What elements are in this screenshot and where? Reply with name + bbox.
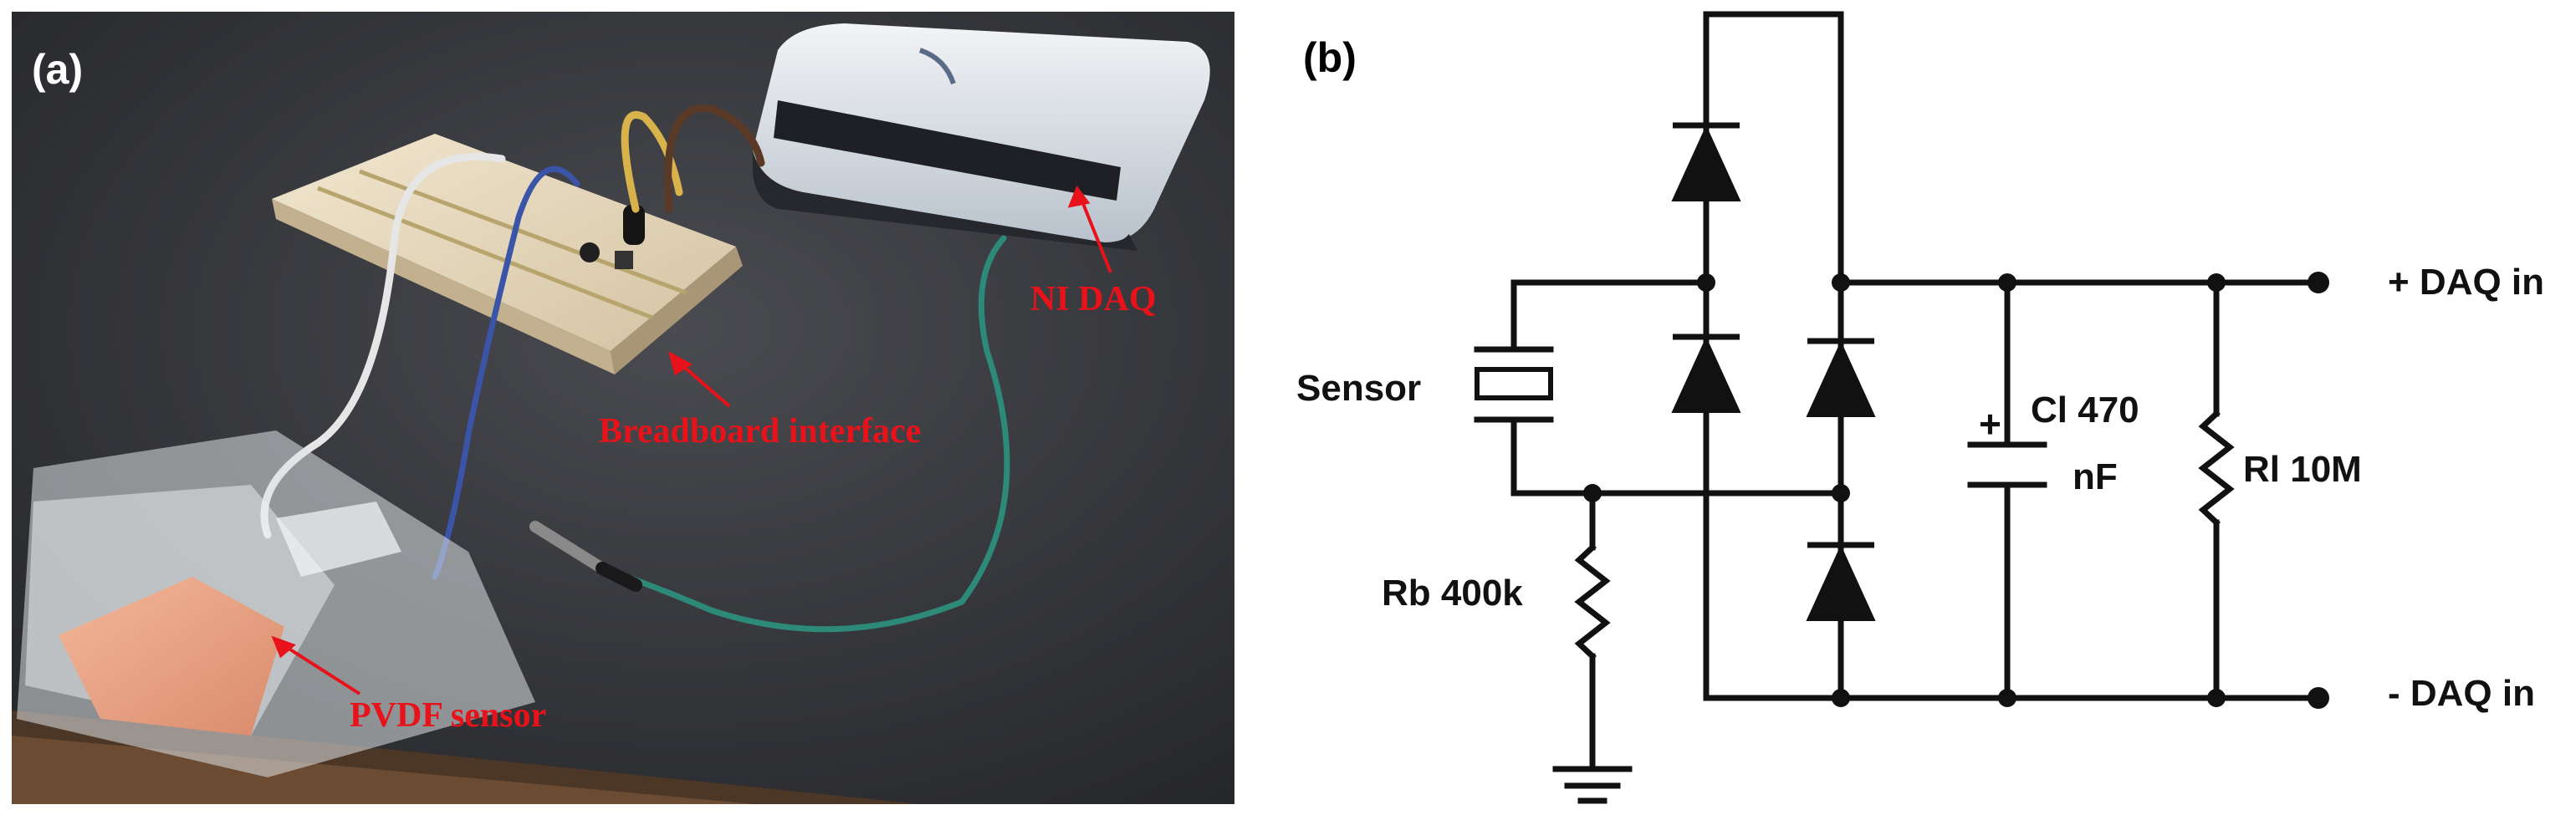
breadboard-annotation: Breadboard interface <box>599 412 922 451</box>
panel-b-label: (b) <box>1303 34 1357 81</box>
rb-resistor <box>1574 543 1611 660</box>
sensor-top-wire <box>1510 279 1710 348</box>
sensor-label: Sensor <box>1296 368 1422 409</box>
annotation-arrows <box>271 185 1112 695</box>
sensor-bottom-wire <box>1510 430 1844 497</box>
ci-label-line2: nF <box>2073 456 2118 497</box>
panel-a-label: (a) <box>32 46 84 93</box>
diode-bottom-right-icon <box>1806 542 1876 621</box>
photo-panel <box>12 12 1234 804</box>
wires <box>260 104 1010 633</box>
rl-label: Rl 10M <box>2243 449 2362 490</box>
diode-top-right-icon <box>1806 338 1876 417</box>
breadboard <box>272 134 743 374</box>
piezo-sensor-icon <box>1474 341 1554 436</box>
rb-label: Rb 400k <box>1382 573 1523 614</box>
pvdf-annotation: PVDF sensor <box>350 696 547 735</box>
junction-dots <box>1583 272 2329 709</box>
ci-polarity-label: + <box>1979 402 2001 446</box>
terminal-minus <box>2308 687 2329 709</box>
circuit-schematic <box>1474 11 2320 804</box>
ni-daq-device <box>753 23 1210 251</box>
ci-label-line1: Cl 470 <box>2031 390 2139 430</box>
pvdf-sensor-assembly <box>17 430 535 777</box>
terminal-plus <box>2308 272 2329 293</box>
daq-minus-label: - DAQ in <box>2388 673 2535 714</box>
top-loop-wire <box>1703 11 1844 286</box>
diode-bottom-left-icon <box>1671 334 1741 413</box>
pvdf-film <box>59 577 284 736</box>
ci-capacitor <box>1967 279 2047 701</box>
ni-daq-annotation: NI DAQ <box>1030 280 1157 318</box>
rl-resistor <box>2198 410 2235 527</box>
bridge-diodes <box>1671 122 1876 621</box>
daq-plus-label: + DAQ in <box>2388 262 2545 303</box>
ground-icon <box>1552 766 1633 804</box>
diode-top-left-icon <box>1671 122 1741 201</box>
